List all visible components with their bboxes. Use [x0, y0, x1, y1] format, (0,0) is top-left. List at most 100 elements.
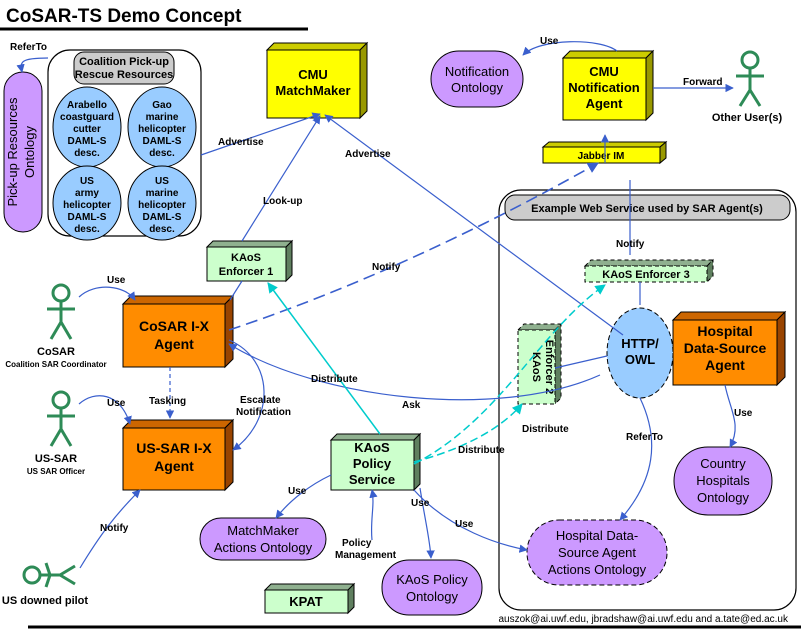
- resource-us-army: US army helicopter DAML-S desc.: [52, 165, 122, 241]
- svg-text:Ontology: Ontology: [406, 589, 459, 604]
- edge-ask: [228, 343, 601, 401]
- svg-text:Gao: Gao: [152, 100, 171, 111]
- label-escalate-2: Notification: [236, 407, 291, 418]
- us-sar-actor: [47, 390, 75, 447]
- label-policy-management-2: Management: [335, 550, 397, 561]
- edge-use-notification-ontology: [522, 41, 618, 56]
- svg-text:Source Agent: Source Agent: [558, 545, 636, 560]
- label-look-up: Look-up: [263, 196, 302, 207]
- edge-notify-jabber: [228, 162, 599, 331]
- label-policy-management-1: Policy: [342, 538, 372, 549]
- label-notify-ws: Notify: [616, 239, 645, 250]
- edge-notify-pilot: [79, 489, 141, 569]
- diagram-title: CoSAR-TS Demo Concept: [6, 6, 242, 27]
- svg-text:CMU: CMU: [589, 64, 619, 79]
- svg-text:marine: marine: [146, 188, 179, 199]
- edge-refer-to-ws: [619, 397, 653, 521]
- pickup-resources-group: [47, 49, 202, 237]
- label-distribute-2: Distribute: [522, 424, 569, 435]
- pickup-group-title-line2: Rescue Resources: [75, 69, 173, 81]
- matchmaker-actions-ontology: MatchMaker Actions Ontology: [199, 517, 327, 561]
- edge-distribute-3: [413, 284, 606, 465]
- svg-text:Hospital: Hospital: [697, 323, 752, 339]
- label-forward: Forward: [683, 77, 722, 88]
- pickup-resources-ontology: Pick-up Resources Ontology: [3, 71, 43, 233]
- distribute-connectors: [267, 282, 606, 465]
- web-service-title: Example Web Service used by SAR Agent(s): [531, 203, 763, 215]
- svg-text:marine: marine: [146, 112, 179, 123]
- svg-text:Notification: Notification: [568, 80, 640, 95]
- label-escalate-1: Escalate: [240, 395, 281, 406]
- svg-text:desc.: desc.: [74, 224, 100, 235]
- svg-text:coastguard: coastguard: [60, 112, 114, 123]
- svg-text:CMU: CMU: [298, 67, 328, 82]
- svg-text:KAoS Enforcer 3: KAoS Enforcer 3: [602, 269, 689, 281]
- kaos-enforcer-3-node: KAoS Enforcer 3: [583, 258, 715, 284]
- http-owl-node: HTTP/ OWL: [606, 307, 674, 399]
- svg-text:DAML-S: DAML-S: [68, 136, 107, 147]
- svg-text:Hospitals: Hospitals: [696, 473, 750, 488]
- edge-use-hospital-actions: [413, 489, 528, 553]
- svg-text:Agent: Agent: [154, 336, 194, 352]
- svg-text:Actions Ontology: Actions Ontology: [548, 562, 647, 577]
- edge-distribute-2: [413, 403, 523, 463]
- kaos-policy-service-node: KAoS Policy Service: [329, 432, 422, 492]
- us-sar-actor-name: US-SAR: [35, 453, 77, 465]
- cosar-actor-name: CoSAR: [37, 346, 75, 358]
- label-refer-to-ws: ReferTo: [626, 432, 663, 443]
- svg-text:KPAT: KPAT: [289, 594, 323, 609]
- us-sar-ix-agent-node: US-SAR I-X Agent: [121, 418, 235, 492]
- label-use-kaos-ontology: Use: [411, 498, 430, 509]
- label-advertise-right: Advertise: [345, 149, 391, 160]
- svg-text:Notification: Notification: [445, 64, 509, 79]
- svg-text:DAML-S: DAML-S: [143, 212, 182, 223]
- svg-text:MatchMaker: MatchMaker: [227, 523, 299, 538]
- svg-text:Pick-up Resources: Pick-up Resources: [5, 97, 20, 207]
- label-refer-to-pickup: ReferTo: [10, 42, 47, 53]
- edge-policy-management: [369, 489, 378, 541]
- svg-text:helicopter: helicopter: [138, 200, 186, 211]
- downed-pilot-actor: [22, 562, 76, 588]
- edge-use-cosar: [78, 286, 136, 301]
- svg-text:Ontology: Ontology: [451, 80, 504, 95]
- edge-use-country: [724, 384, 738, 448]
- hospital-data-source-agent-node: Hospital Data-Source Agent: [671, 310, 787, 387]
- edge-advertise-left: [200, 112, 321, 156]
- svg-text:Enforcer 2: Enforcer 2: [543, 340, 555, 394]
- resource-us-marine: US marine helicopter DAML-S desc.: [127, 165, 197, 241]
- label-advertise-left: Advertise: [218, 137, 264, 148]
- svg-text:US: US: [80, 176, 94, 187]
- svg-text:Policy: Policy: [353, 456, 392, 471]
- kaos-enforcer-1-node: KAoS Enforcer 1: [205, 239, 294, 283]
- edge-look-up: [241, 115, 321, 242]
- cosar-actor-role: Coalition SAR Coordinator: [5, 360, 106, 369]
- svg-text:Ontology: Ontology: [697, 490, 750, 505]
- us-sar-actor-role: US SAR Officer: [27, 467, 85, 476]
- other-users-actor: [736, 50, 764, 107]
- resource-arabello: Arabello coastguard cutter DAML-S desc.: [52, 86, 122, 168]
- web-service-title-box: [504, 194, 791, 221]
- web-service-group: [498, 189, 797, 611]
- svg-text:helicopter: helicopter: [63, 200, 111, 211]
- pickup-group-title-box: [73, 51, 175, 85]
- svg-text:Ontology: Ontology: [22, 125, 37, 178]
- kaos-policy-ontology: KAoS Policy Ontology: [381, 559, 483, 616]
- svg-text:KAoS: KAoS: [231, 252, 261, 264]
- svg-text:MatchMaker: MatchMaker: [275, 83, 350, 98]
- svg-text:HTTP/: HTTP/: [621, 336, 659, 351]
- label-notify-pilot: Notify: [100, 523, 129, 534]
- country-hospitals-ontology: Country Hospitals Ontology: [673, 446, 773, 516]
- svg-text:cutter: cutter: [73, 124, 101, 135]
- cmu-notification-agent-node: CMU Notification Agent: [561, 49, 655, 122]
- edge-advertise-right: [324, 114, 624, 336]
- svg-text:Data-Source: Data-Source: [684, 340, 767, 356]
- hospital-actions-ontology: Hospital Data- Source Agent Actions Onto…: [526, 519, 668, 586]
- svg-text:Actions Ontology: Actions Ontology: [214, 540, 313, 555]
- edge-enf2-to-http: [554, 355, 608, 369]
- edge-use-matchmaker: [275, 474, 332, 519]
- svg-text:DAML-S: DAML-S: [143, 136, 182, 147]
- label-use-ussar: Use: [107, 398, 126, 409]
- edge-cosar-to-enforcer1: [229, 280, 243, 301]
- svg-text:KAoS Policy: KAoS Policy: [396, 572, 468, 587]
